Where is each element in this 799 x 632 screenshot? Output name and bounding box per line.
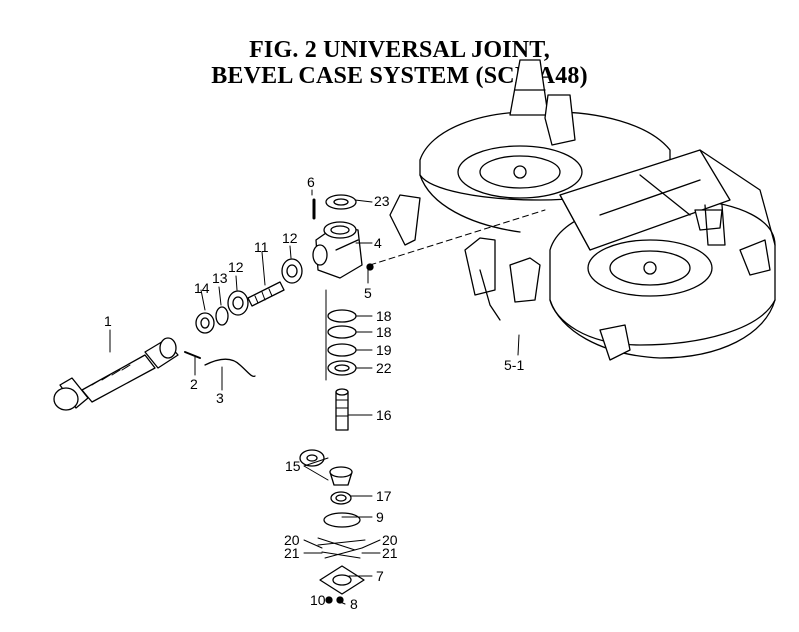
- callout-14: 14: [194, 280, 210, 296]
- callout-16: 16: [376, 407, 392, 423]
- callout-21-a: 21: [284, 545, 300, 561]
- callout-18-b: 18: [376, 324, 392, 340]
- callout-12-b: 12: [282, 230, 298, 246]
- callout-3: 3: [216, 390, 224, 406]
- callout-12-a: 12: [228, 259, 244, 275]
- callout-20-b: 20: [382, 532, 398, 548]
- callout-4: 4: [374, 235, 382, 251]
- callout-8: 8: [350, 596, 358, 612]
- vertical-shaft-stack: [299, 309, 366, 604]
- bevel-gear-case: [312, 221, 363, 381]
- figure-title-line-1: FIG. 2 UNIVERSAL JOINT,: [249, 37, 550, 63]
- callout-1: 1: [104, 313, 112, 329]
- callout-22: 22: [376, 360, 392, 376]
- input-shaft-stack: [195, 258, 303, 334]
- callout-6: 6: [307, 174, 315, 190]
- callout-15: 15: [285, 458, 301, 474]
- mower-deck-assembly: [369, 59, 776, 361]
- callout-20-a: 20: [284, 532, 300, 548]
- callout-7: 7: [376, 568, 384, 584]
- callout-13: 13: [212, 270, 228, 286]
- callout-23: 23: [374, 193, 390, 209]
- callout-21-b: 21: [382, 545, 398, 561]
- callout-5-1: 5-1: [504, 357, 524, 373]
- callout-19: 19: [376, 342, 392, 358]
- universal-joint-shaft: [53, 337, 179, 411]
- callout-2: 2: [190, 376, 198, 392]
- callout-11: 11: [254, 239, 269, 255]
- callout-9: 9: [376, 509, 384, 525]
- callout-17: 17: [376, 488, 392, 504]
- callout-5: 5: [364, 285, 372, 301]
- callout-18-a: 18: [376, 308, 392, 324]
- callout-10: 10: [310, 592, 326, 608]
